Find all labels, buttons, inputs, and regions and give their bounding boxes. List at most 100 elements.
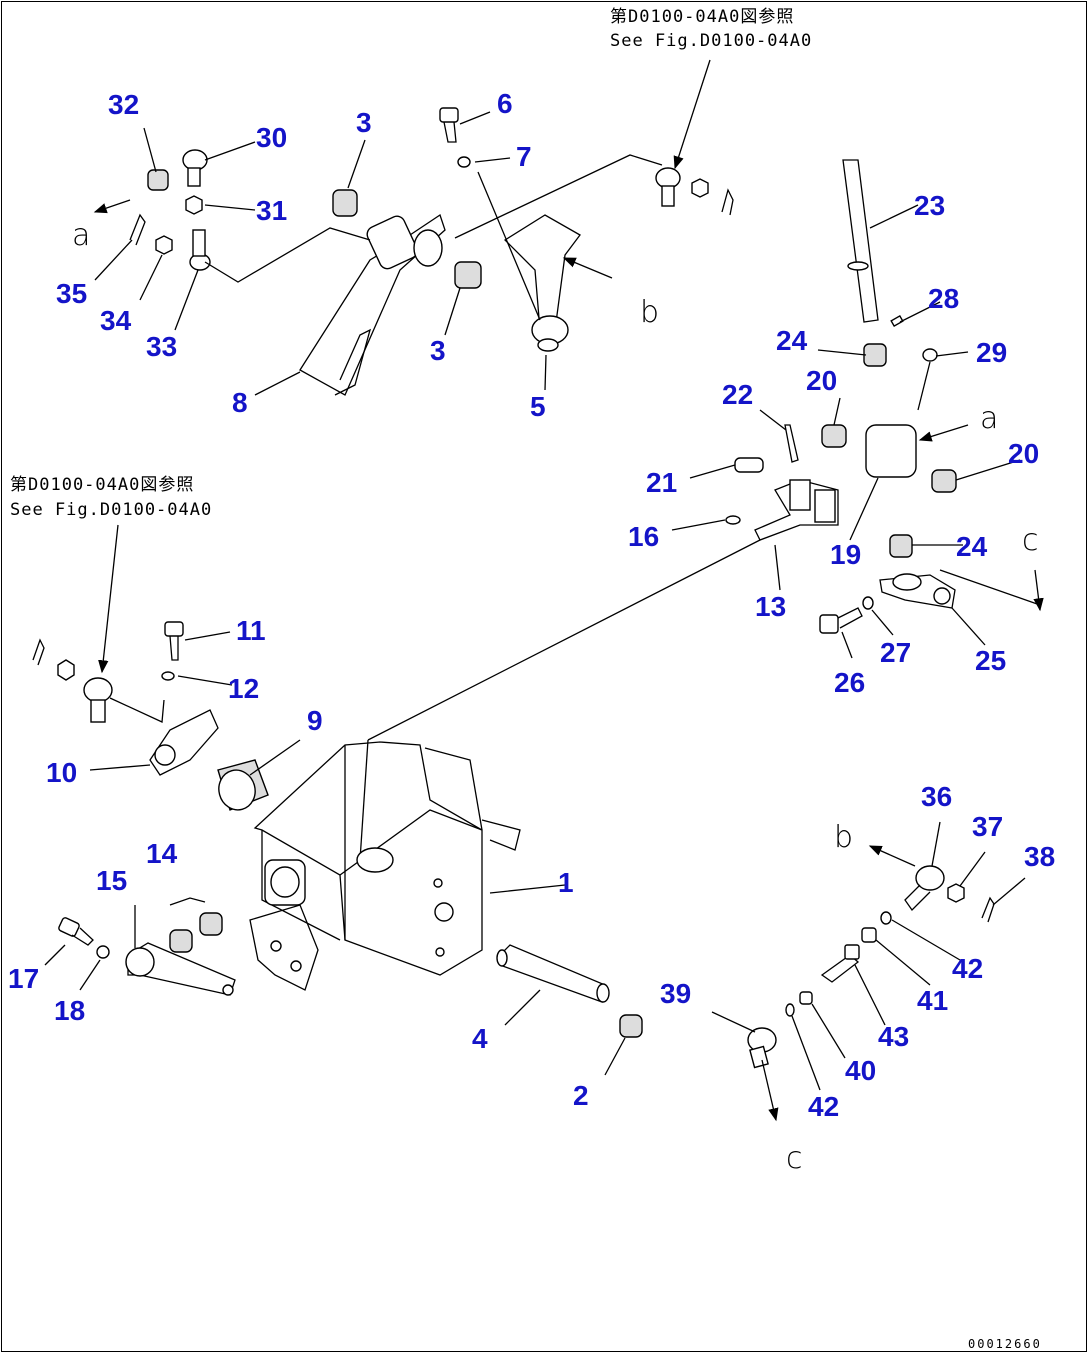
callout: 42 (952, 953, 983, 984)
nut-42b (785, 1003, 795, 1017)
callout: 15 (96, 865, 127, 896)
bolt-43 (820, 954, 860, 983)
pin-21 (734, 457, 764, 473)
callout: 34 (100, 305, 132, 336)
callout: 35 (56, 278, 87, 309)
callout: 23 (914, 190, 945, 221)
callout: 20 (1008, 438, 1039, 469)
callout: 13 (755, 591, 786, 622)
callout: 29 (976, 337, 1007, 368)
callout: 4 (472, 1023, 488, 1054)
part-drawings (32, 107, 1044, 1122)
letter-a: a (72, 218, 90, 253)
callout: 14 (146, 838, 178, 869)
pin-38 (981, 896, 995, 923)
letter-b: b (834, 820, 853, 855)
washer-7 (457, 156, 471, 168)
callout: 17 (8, 963, 39, 994)
callout: 7 (516, 141, 532, 172)
callout: 6 (497, 88, 513, 119)
nut-40 (799, 991, 813, 1005)
bushing-24a (863, 343, 887, 367)
callout: 22 (722, 379, 753, 410)
case-1 (253, 741, 483, 976)
callout: 12 (228, 673, 259, 704)
ref-left-jp: 第D0100-04A0図参照 (10, 475, 194, 495)
callout: 41 (917, 985, 948, 1016)
lever-hub (366, 215, 418, 270)
callout: 8 (232, 387, 248, 418)
pin-16 (725, 515, 741, 525)
nut-31 (185, 195, 203, 215)
nut-37 (947, 883, 965, 903)
pin-35 (129, 213, 146, 246)
bushing-20a (821, 424, 847, 448)
block-19 (865, 424, 917, 478)
callout: 39 (660, 978, 691, 1009)
callout: 33 (146, 331, 177, 362)
bolt-26 (819, 614, 839, 634)
bushing-14a (199, 912, 223, 936)
shaft-4 (499, 944, 606, 1003)
callout: 3 (356, 107, 372, 138)
ref-left-en: See Fig.D0100-04A0 (10, 500, 212, 520)
flow-letters: a a b b c c (72, 199, 1039, 1176)
bolt-17 (58, 917, 80, 937)
callout: 21 (646, 467, 677, 498)
washer-27 (862, 596, 874, 610)
shaft-23 (842, 159, 879, 323)
bushing-20b (931, 469, 957, 493)
lever-arm-8 (299, 213, 446, 396)
bolt-11 (164, 621, 184, 637)
callout-labels: 1 2 3 3 4 5 6 7 8 9 10 11 12 13 14 15 16… (8, 88, 1055, 1122)
bushing-3a (332, 189, 358, 217)
callout: 38 (1024, 841, 1055, 872)
callout: 10 (46, 757, 77, 788)
callout: 28 (928, 283, 959, 314)
rod-end-30 (182, 149, 208, 171)
callout: 25 (975, 645, 1006, 676)
rod-end-top-right (655, 167, 681, 189)
bracket-10 (149, 709, 219, 776)
callout: 16 (628, 521, 659, 552)
callout: 37 (972, 811, 1003, 842)
ref-top-jp: 第D0100-04A0図参照 (610, 7, 794, 27)
nut-34 (155, 235, 173, 255)
bolt-6 (439, 107, 459, 123)
bushing-24b (889, 534, 913, 558)
nut-41 (861, 927, 877, 943)
callout: 24 (956, 531, 988, 562)
callout: 3 (430, 335, 446, 366)
rod-end-left (83, 677, 113, 703)
letter-a: a (980, 401, 998, 436)
callout: 30 (256, 122, 287, 153)
nut-42a (880, 911, 892, 925)
callout: 18 (54, 995, 85, 1026)
letter-c: c (1022, 523, 1039, 558)
callout: 36 (921, 781, 952, 812)
bracket-5 (503, 214, 581, 331)
reference-notes: 第D0100-04A0図参照 See Fig.D0100-04A0 第D0100… (10, 7, 812, 520)
callout: 24 (776, 325, 808, 356)
callout: 2 (573, 1080, 589, 1111)
pin-28 (890, 314, 904, 328)
callout: 42 (808, 1091, 839, 1122)
callout: 20 (806, 365, 837, 396)
washer-12 (161, 671, 175, 681)
callout: 19 (830, 539, 861, 570)
callout: 40 (845, 1055, 876, 1086)
callout: 1 (558, 867, 574, 898)
callout: 26 (834, 667, 865, 698)
cap-32 (147, 169, 169, 191)
ref-top-en: See Fig.D0100-04A0 (610, 31, 812, 51)
callout: 31 (256, 195, 287, 226)
bushing-14b (169, 929, 193, 953)
callout: 9 (307, 705, 323, 736)
washer-18 (96, 945, 110, 959)
callout: 43 (878, 1021, 909, 1052)
callout: 11 (236, 615, 266, 646)
yoke-13 (754, 479, 839, 541)
letter-c: c (786, 1141, 803, 1176)
